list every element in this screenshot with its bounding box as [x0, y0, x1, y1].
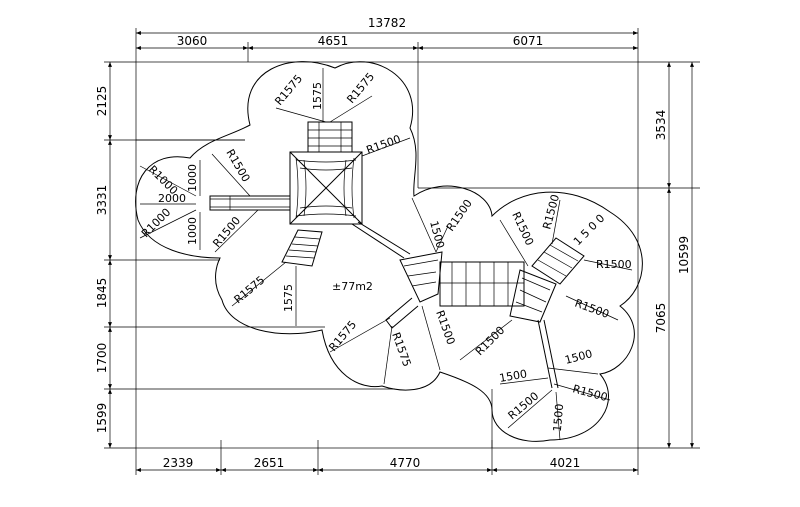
- dim-top-2: 4651: [318, 34, 349, 48]
- label-1500-left-lower: 1500: [498, 367, 528, 385]
- bridge-structure: [399, 237, 585, 323]
- label-r1500-left-bottom: R1500: [210, 214, 243, 250]
- label-1500-bottom: 1500: [551, 403, 566, 432]
- label-1500-bridge: 1500: [427, 219, 447, 249]
- label-r1500-lower-left: R1500: [506, 389, 542, 422]
- label-r1500-bottom: R1500: [433, 309, 457, 347]
- dim-top-3: 6071: [513, 34, 544, 48]
- label-r1500-bridge-top: R1500: [444, 197, 475, 234]
- left-slide: [209, 195, 291, 211]
- dim-bottom-1: 2339: [163, 456, 194, 470]
- dim-bottom-4: 4021: [550, 456, 581, 470]
- area-label: ±77m2: [332, 280, 373, 293]
- label-r1500-ladder: R1500: [540, 193, 562, 231]
- label-r1500-right-mid: R1500: [573, 297, 611, 321]
- dim-bottom-3: 4770: [390, 456, 421, 470]
- label-r1500-lower-bridge: R1500: [473, 324, 507, 358]
- label-1575-top: 1575: [311, 82, 324, 110]
- dim-left-5: 1599: [95, 403, 109, 434]
- label-1500-right-lower: 1500: [563, 347, 593, 367]
- bottom-dimensions: 2339 2651 4770 4021: [136, 456, 638, 472]
- dim-top-1: 3060: [177, 34, 208, 48]
- label-r1575-top-right: R1575: [344, 70, 377, 106]
- climbing-steps: [281, 229, 323, 267]
- label-1000-upper: 1000: [186, 164, 199, 192]
- dim-top-total: 13782: [368, 16, 406, 30]
- dim-left-2: 3331: [95, 185, 109, 216]
- left-dimensions: 2125 3331 1845 1700 1599: [95, 62, 112, 448]
- dim-left-3: 1845: [95, 278, 109, 309]
- lower-slides: [385, 297, 559, 389]
- label-r1575-bottom-left: R1575: [326, 318, 359, 354]
- dim-left-1: 2125: [95, 86, 109, 117]
- label-2000: 2000: [158, 192, 186, 205]
- dim-bottom-2: 2651: [254, 456, 285, 470]
- radius-lines: [139, 68, 633, 441]
- dim-left-4: 1700: [95, 343, 109, 374]
- dim-right-total: 10599: [677, 236, 691, 274]
- label-r1000-lower: R1000: [139, 206, 173, 240]
- label-1575-left: 1575: [282, 284, 295, 312]
- dim-right-1: 3534: [654, 110, 668, 141]
- top-ladder: [307, 121, 353, 153]
- label-r1575-bottom: R1575: [389, 331, 413, 369]
- label-r1500-left-top: R1500: [223, 147, 252, 184]
- main-tower: [289, 151, 363, 225]
- label-r1575-left: R1575: [232, 273, 268, 306]
- label-r1500-lower-right: R1500: [571, 382, 609, 404]
- label-r1575-top-left: R1575: [272, 72, 305, 108]
- dim-right-2: 7065: [654, 303, 668, 334]
- top-dimensions: 13782 3060 4651 6071: [136, 16, 638, 50]
- right-dimensions: 3534 7065 10599: [654, 62, 694, 448]
- radius-labels: R1575 1575 R1575 R1500 R1500 R1000 1000 …: [139, 70, 632, 432]
- label-1500-spaced: 1 5 0 0: [571, 212, 607, 248]
- label-1000-lower: 1000: [186, 217, 199, 245]
- label-r1500-right: R1500: [596, 258, 632, 271]
- safety-zone-outline: [135, 61, 643, 442]
- dimension-frame: [104, 28, 700, 475]
- label-r1500-tower: R1500: [365, 132, 403, 156]
